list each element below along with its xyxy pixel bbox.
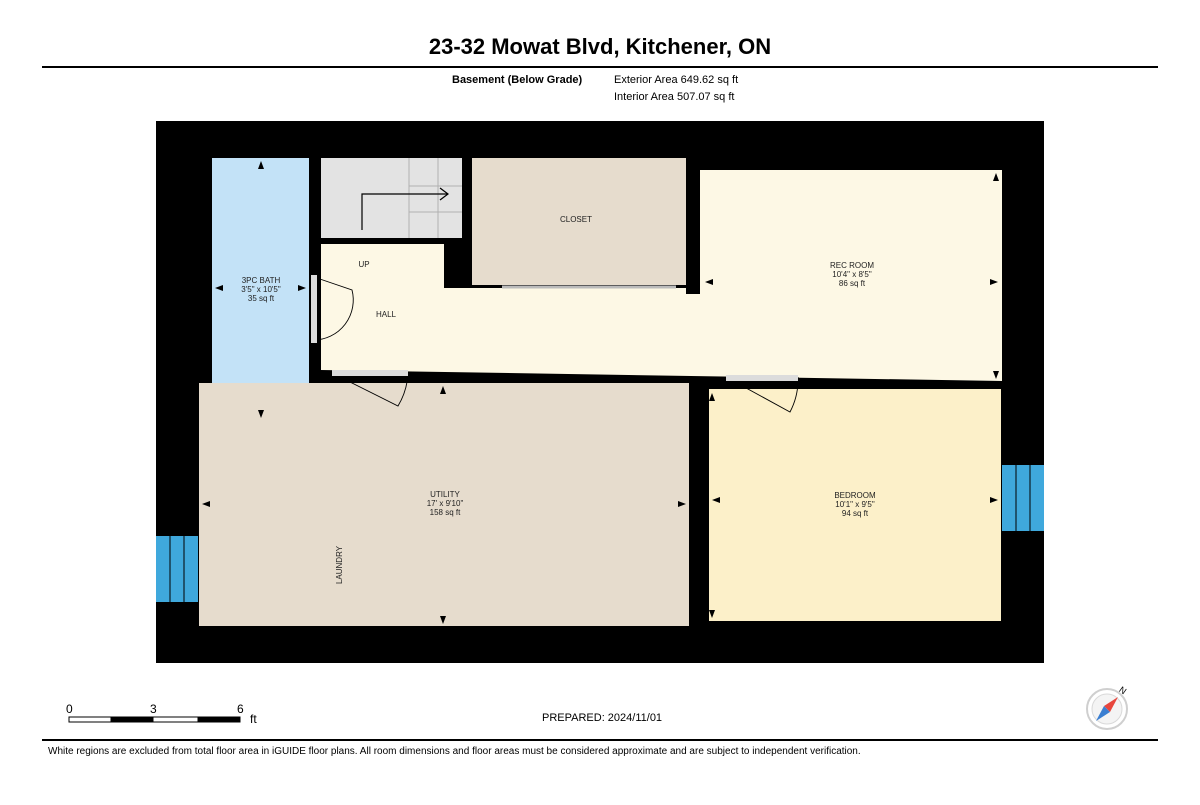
- bottom-rule: [42, 739, 1158, 741]
- scale-mark-6: 6: [237, 702, 244, 716]
- scale-unit: ft: [250, 712, 257, 726]
- bedroom-dims: 10'1" x 9'5": [835, 500, 875, 509]
- closet-name: CLOSET: [560, 215, 592, 224]
- up-label: UP: [358, 260, 369, 269]
- level-label: Basement (Below Grade): [452, 74, 583, 86]
- interior-area: Interior Area 507.07 sq ft: [614, 91, 735, 103]
- rec-dims: 10'4" x 8'5": [832, 270, 872, 279]
- scale-mark-0: 0: [66, 702, 73, 716]
- top-rule: [42, 66, 1158, 68]
- compass-n-label: N: [1117, 684, 1128, 696]
- door-openings: [311, 275, 798, 381]
- exterior-area: Exterior Area 649.62 sq ft: [614, 74, 739, 86]
- footer-disclaimer: White regions are excluded from total fl…: [48, 746, 861, 757]
- scale-mark-3: 3: [150, 702, 157, 716]
- hall-name: HALL: [376, 310, 397, 319]
- utility-name: UTILITY: [430, 490, 460, 499]
- bath-room[interactable]: [212, 158, 309, 420]
- closet-room[interactable]: [472, 158, 686, 285]
- window-left: [156, 536, 198, 602]
- stairs[interactable]: [321, 158, 462, 238]
- compass-icon: [1086, 688, 1128, 730]
- rec-area: 86 sq ft: [839, 279, 866, 288]
- window-right: [1002, 465, 1044, 531]
- bath-name: 3PC BATH: [242, 276, 281, 285]
- stair-treads: [408, 158, 462, 238]
- stair-arrow: [361, 193, 448, 230]
- prepared-date: PREPARED: 2024/11/01: [542, 712, 663, 724]
- stair-arrow-head: [439, 187, 449, 201]
- scale-bar: [68, 716, 241, 723]
- laundry-label: LAUNDRY: [335, 545, 344, 584]
- bedroom-room[interactable]: [709, 389, 1001, 621]
- hall-rec-room[interactable]: [321, 170, 1002, 381]
- bath-dims: 3'5" x 10'5": [241, 285, 281, 294]
- page-title: 23-32 Mowat Blvd, Kitchener, ON: [428, 34, 772, 59]
- utility-area: 158 sq ft: [430, 508, 461, 517]
- dimension-arrows: [202, 161, 999, 624]
- rec-name: REC ROOM: [830, 261, 874, 270]
- utility-room[interactable]: [199, 383, 689, 626]
- bath-area: 35 sq ft: [248, 294, 275, 303]
- bedroom-name: BEDROOM: [834, 491, 876, 500]
- bedroom-area: 94 sq ft: [842, 509, 869, 518]
- utility-dims: 17' x 9'10": [427, 499, 464, 508]
